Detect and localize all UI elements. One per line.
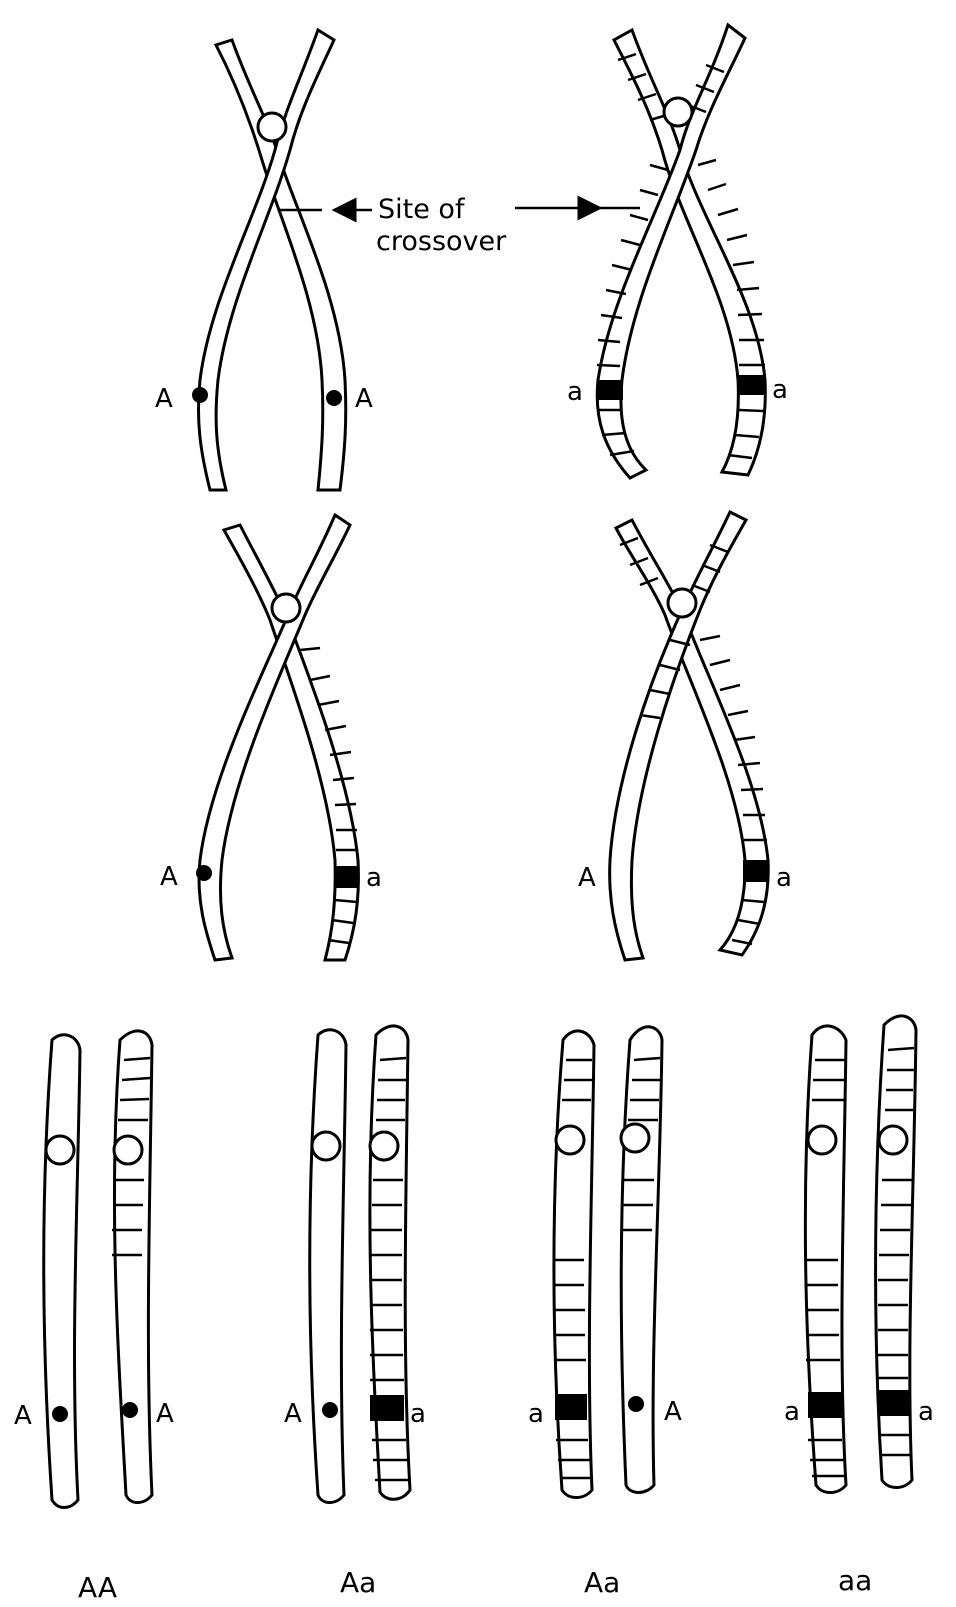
allele-label: A	[160, 862, 178, 892]
allele-label: a	[784, 1397, 800, 1427]
genotype-label: aa	[838, 1564, 872, 1597]
centromere	[556, 1126, 584, 1154]
bottom-pair-Aa-1: A a Aa	[284, 1026, 426, 1599]
allele-label: A	[355, 384, 373, 414]
chromatid	[44, 1035, 80, 1508]
centromere	[114, 1136, 142, 1164]
allele-marker	[122, 1402, 138, 1418]
allele-label: A	[156, 1399, 174, 1429]
allele-marker	[326, 390, 342, 406]
crossover-label-line1: Site of	[378, 194, 466, 225]
genotype-label: Aa	[340, 1566, 376, 1599]
allele-band	[597, 380, 623, 400]
allele-label: A	[284, 1399, 302, 1429]
centromere	[370, 1132, 398, 1160]
bottom-pair-Aa-2: a A Aa	[528, 1027, 682, 1599]
allele-band	[743, 860, 768, 882]
allele-band	[878, 1390, 910, 1416]
allele-label: a	[366, 863, 382, 893]
allele-label: A	[155, 384, 173, 414]
centromere	[272, 594, 300, 622]
chromatid	[621, 1027, 662, 1493]
centromere	[808, 1126, 836, 1154]
allele-marker	[52, 1406, 68, 1422]
bottom-pair-AA: A A AA	[14, 1031, 174, 1604]
allele-marker	[628, 1396, 644, 1412]
bottom-pair-aa: a a aa	[784, 1016, 934, 1597]
allele-label: a	[567, 377, 583, 407]
crossover-label-line2: crossover	[376, 226, 507, 257]
allele-marker	[322, 1402, 338, 1418]
allele-label: A	[664, 1397, 682, 1427]
allele-band	[555, 1394, 587, 1420]
centromere	[879, 1126, 907, 1154]
centromere	[621, 1124, 649, 1152]
centromere	[258, 113, 286, 141]
allele-label: A	[14, 1401, 32, 1431]
centromere	[668, 589, 696, 617]
allele-label: a	[528, 1399, 544, 1429]
centromere	[664, 98, 692, 126]
middle-right-pair: A a	[578, 512, 792, 960]
allele-band	[370, 1395, 404, 1421]
top-left-pair: A A	[155, 30, 373, 490]
top-right-pair: a a	[567, 25, 788, 478]
allele-band	[738, 375, 764, 395]
centromere	[46, 1136, 74, 1164]
allele-label: a	[918, 1397, 934, 1427]
allele-band	[334, 866, 358, 888]
allele-label: a	[410, 1399, 426, 1429]
middle-left-pair: A a	[160, 515, 382, 960]
allele-label: a	[776, 863, 792, 893]
allele-marker	[192, 387, 208, 403]
chromatid	[310, 1030, 346, 1503]
genotype-label: Aa	[584, 1566, 620, 1599]
centromere	[312, 1132, 340, 1160]
crossover-annotation: Site of crossover	[278, 194, 640, 257]
chromatid	[876, 1016, 917, 1488]
allele-label: A	[578, 863, 596, 893]
chromatid	[370, 1026, 410, 1499]
allele-label: a	[772, 375, 788, 405]
genotype-label: AA	[78, 1571, 117, 1604]
allele-marker	[196, 865, 212, 881]
allele-band	[808, 1392, 842, 1418]
chromatid	[114, 1031, 152, 1503]
